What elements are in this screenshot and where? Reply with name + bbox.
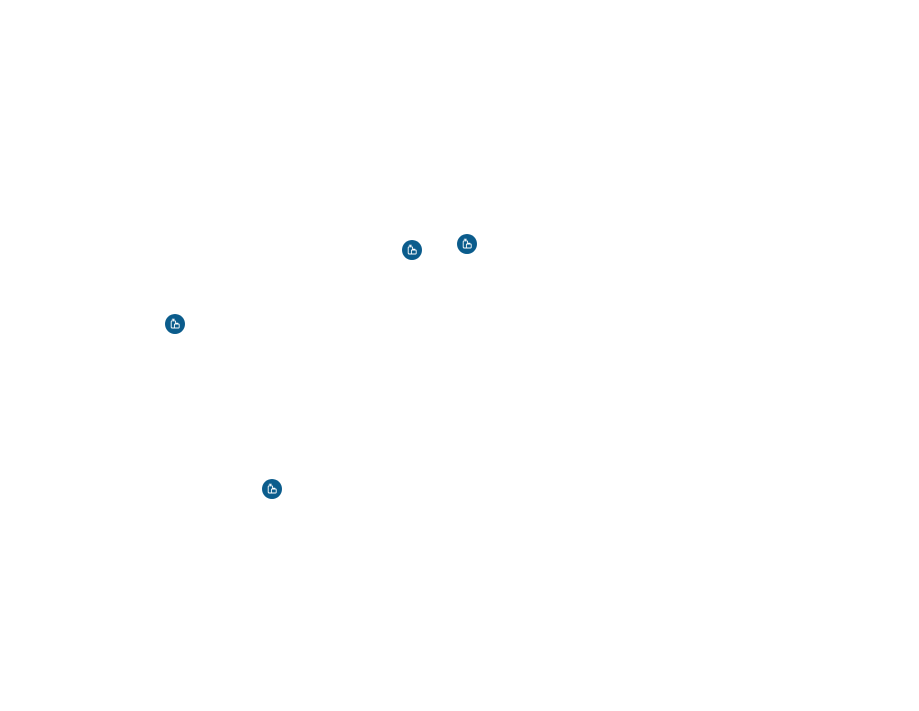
map-marker[interactable] (262, 479, 282, 499)
sanitizer-bottle-icon (402, 240, 422, 260)
sanitizer-bottle-icon (165, 314, 185, 334)
sanitizer-bottle-icon (262, 479, 282, 499)
sanitizer-bottle-icon (457, 234, 477, 254)
map-marker[interactable] (165, 314, 185, 334)
map-marker[interactable] (402, 240, 422, 260)
map-marker[interactable] (457, 234, 477, 254)
